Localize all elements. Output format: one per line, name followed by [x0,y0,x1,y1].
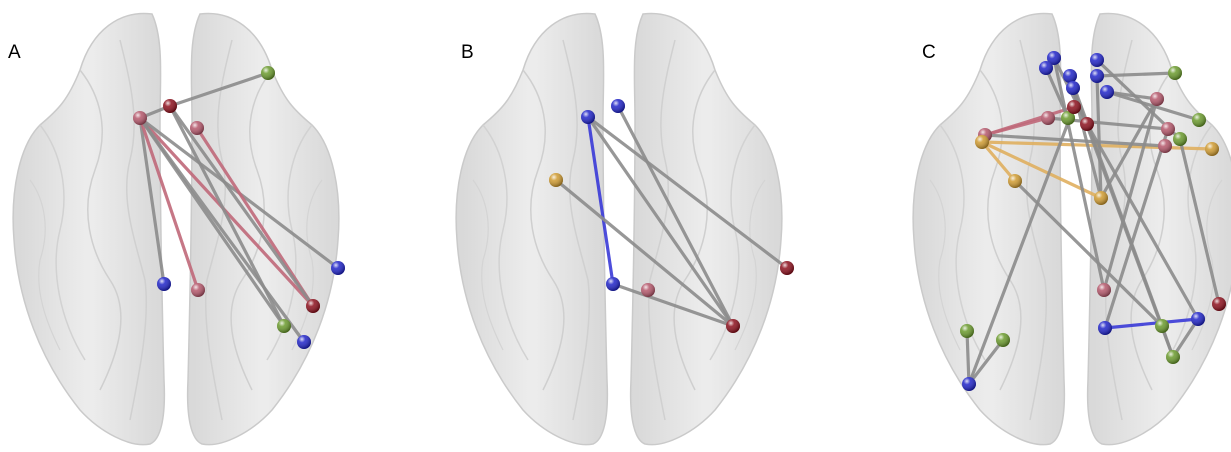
panel-a: A [0,0,410,452]
node-b6 [780,261,794,275]
node-c18 [1061,111,1075,125]
node-c21 [1008,174,1022,188]
node-c4 [1066,81,1080,95]
edge-c-c1-c23 [1052,56,1106,292]
node-b1 [581,110,595,124]
panel-label-b: B [461,42,474,63]
node-c9 [1150,92,1164,106]
panel-label-a: A [8,42,21,63]
node-a7 [331,261,345,275]
node-a2 [163,99,177,113]
edge-b-b4-b7 [611,282,735,328]
panel-b: B [450,0,860,452]
node-c10 [1192,113,1206,127]
panel-c: C [900,0,1231,452]
edge-b-b3-b7 [554,178,735,328]
edge-c-c9-c23 [1102,97,1159,292]
node-c2 [1039,61,1053,75]
edge-b-b1-b6 [586,115,789,270]
node-a10 [297,335,311,349]
edge-c-c15-c19 [983,105,1076,137]
node-c26 [1155,319,1169,333]
edge-c-c6-c8 [1095,71,1177,78]
node-c14 [1205,142,1219,156]
edge-c-c25-c27 [1103,317,1200,330]
node-c27 [1191,312,1205,326]
node-c24 [1212,297,1226,311]
node-c13 [1158,139,1172,153]
node-c1 [1047,51,1061,65]
node-b7 [726,319,740,333]
region-nodes [133,51,1226,391]
edge-a-a1-a10 [138,116,306,344]
edge-a-a2-a9 [168,104,286,328]
node-c12 [1173,132,1187,146]
brain-outlines [12,12,1231,446]
node-c5 [1090,53,1104,67]
connection-edges [138,56,1221,386]
edge-c-c6-c22 [1095,74,1103,200]
edge-b-b1-b7 [586,115,735,328]
panel-label-c: C [922,42,936,63]
node-c31 [962,377,976,391]
node-a1 [133,111,147,125]
edge-c-c9-c22 [1099,97,1159,200]
node-b3 [549,173,563,187]
node-c28 [1166,350,1180,364]
node-a8 [306,299,320,313]
node-c6 [1090,69,1104,83]
edge-c-c12-c24 [1178,137,1221,306]
edge-c-c27-c28 [1171,317,1200,359]
edge-b-b1-b4 [586,115,615,286]
node-c29 [960,324,974,338]
node-a3 [190,121,204,135]
node-c22 [1094,191,1108,205]
edge-b-b2-b7 [616,104,735,328]
node-b4 [606,277,620,291]
node-c16 [975,135,989,149]
edge-c-c2-c18 [1044,66,1070,120]
edge-c-c7-c9 [1105,90,1159,101]
node-c8 [1168,66,1182,80]
brain-outline-b [455,12,783,446]
edge-a-a2-a8 [168,104,315,308]
node-c3 [1063,69,1077,83]
edge-a-a1-a6 [138,116,200,292]
edge-c-c20-c27 [1085,122,1200,321]
node-c11 [1161,122,1175,136]
node-c25 [1098,321,1112,335]
node-a5 [157,277,171,291]
edge-c-c19-c31 [967,105,1076,386]
edge-a-a1-a5 [138,116,166,286]
edge-c-c30-c31 [967,338,1005,386]
edge-c-c29-c31 [965,329,971,386]
edge-c-c21-c26 [1013,179,1164,328]
node-c7 [1100,85,1114,99]
node-c17 [1041,111,1055,125]
node-b2 [611,99,625,113]
node-c23 [1097,283,1111,297]
node-a9 [277,319,291,333]
node-b5 [641,283,655,297]
node-a6 [191,283,205,297]
edge-a-a2-a4 [168,71,270,108]
node-c20 [1080,117,1094,131]
node-c30 [996,333,1010,347]
edge-c-c16-c21 [980,140,1017,183]
node-a4 [261,66,275,80]
edge-c-c15-c13 [983,133,1167,148]
edge-c-c11-c25 [1103,127,1170,330]
node-c19 [1067,100,1081,114]
